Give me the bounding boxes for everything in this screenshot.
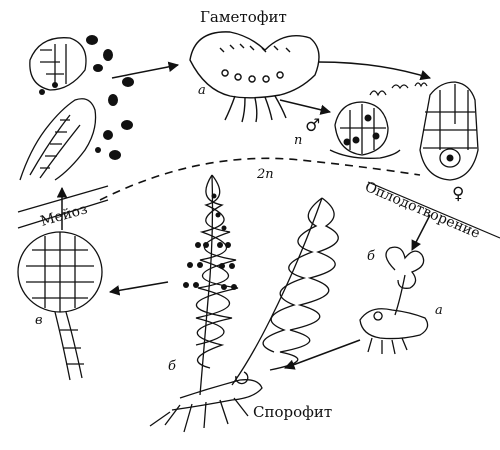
sporangium-releasing-spores: [19, 37, 97, 181]
meiosis-band: Мейоз: [17, 185, 109, 230]
arrow-spores-to-gametophyte: [111, 61, 180, 79]
female-symbol: ♀: [452, 184, 465, 204]
diploid-label: 2n: [257, 167, 274, 182]
gametophyte-prothallus: [189, 31, 320, 123]
frond-right-rachis: [231, 197, 323, 386]
arrow-young-to-mature-sporophyte: [284, 339, 361, 370]
letter-b-mature-sporophyte: б: [168, 359, 176, 374]
arrow-gametophyte-to-archegonium: [317, 61, 432, 81]
young-sporophyte: [359, 246, 429, 355]
sporangium: [17, 231, 103, 381]
spores: [39, 35, 134, 160]
letter-v-sporangium: в: [35, 313, 43, 328]
letter-a-young-sporophyte: a: [435, 303, 443, 318]
frond-left-blade-right: [195, 174, 231, 346]
sporophyte-label: Спорофит: [253, 403, 333, 421]
ploidy-divider-line: [99, 157, 421, 201]
arrow-fertilization-to-young-sporophyte: [411, 214, 431, 251]
egg-cell: [446, 154, 454, 162]
haploid-label: n: [294, 133, 303, 148]
letter-a-gametophyte: a: [198, 83, 206, 98]
sori: [183, 193, 237, 290]
rhizome: [171, 379, 263, 411]
swimming-sperm: [369, 82, 428, 97]
archegonium: [419, 81, 479, 181]
frond-left-blade: [195, 174, 239, 369]
letter-b-young-sporophyte: б: [367, 249, 375, 264]
meiosis-label: Мейоз: [39, 201, 90, 230]
mature-sporophyte-fern: [149, 174, 339, 433]
frond-right-blade-left: [262, 197, 323, 353]
frond-right-blade: [269, 197, 339, 371]
fern-roots: [149, 397, 249, 433]
arrow-gametophyte-to-antheridium: [279, 99, 332, 115]
male-symbol: ♂: [305, 116, 321, 136]
fertilization-band: Оплодотворение: [362, 179, 500, 242]
antheridium: [329, 101, 401, 159]
sperm-cells: [343, 114, 380, 146]
arrow-sporophyte-to-sporangium: [108, 281, 169, 296]
gametophyte-label: Гаметофит: [200, 8, 287, 26]
